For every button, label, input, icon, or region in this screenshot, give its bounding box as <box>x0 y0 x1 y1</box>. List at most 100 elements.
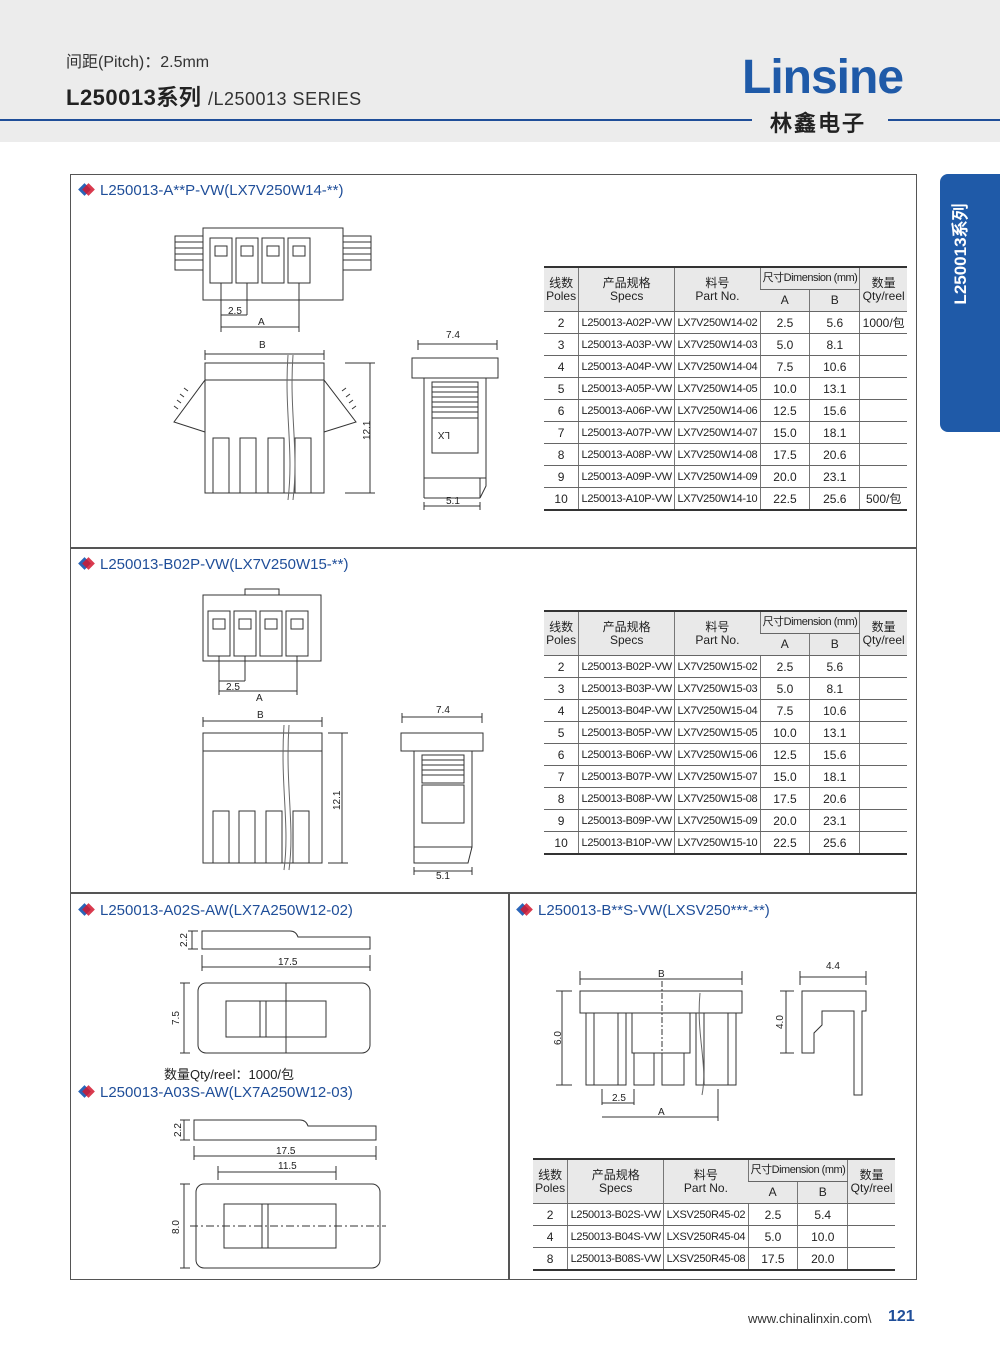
cell-poles: 3 <box>544 677 579 700</box>
cell-part: LX7V250W15-07 <box>674 765 761 788</box>
cell-dim-a: 5.0 <box>759 677 810 700</box>
section3-title-a02: L250013-A02S-AW(LX7A250W12-02) <box>78 902 353 919</box>
cell-dim-a: 17.5 <box>747 1247 798 1271</box>
cell-dim-a: 17.5 <box>759 787 810 810</box>
header-rule <box>0 119 752 121</box>
cell-qty <box>859 721 907 744</box>
cell-poles: 8 <box>544 787 579 810</box>
section4-drawing: B 6.0 2.5 A 4.4 4.0 <box>553 961 867 1121</box>
cell-part: LX7V250W15-04 <box>674 699 761 722</box>
section3-drawing-a02: 2.2 17.5 7.5 <box>171 930 371 1054</box>
cell-dim-b: 13.1 <box>809 377 860 400</box>
mark-label: LX <box>437 429 450 440</box>
cell-qty <box>859 465 907 488</box>
cell-spec: L250013-B02S-VW <box>567 1203 664 1226</box>
header-rule-right <box>888 119 1000 121</box>
col-dim-b: B <box>809 633 860 656</box>
cell-dim-a: 12.5 <box>759 743 810 766</box>
cell-qty <box>859 831 907 855</box>
cell-dim-a: 12.5 <box>759 399 810 422</box>
cell-dim-b: 5.6 <box>809 655 860 678</box>
col-dimension: 尺寸Dimension (mm) <box>759 266 860 290</box>
cell-dim-b: 20.6 <box>809 443 860 466</box>
cell-part: LX7V250W14-07 <box>674 421 761 444</box>
col-dimension: 尺寸Dimension (mm) <box>747 1158 848 1182</box>
dim-width-label: 7.4 <box>436 705 450 716</box>
cell-qty <box>859 765 907 788</box>
cell-part: LXSV250R45-02 <box>663 1203 749 1226</box>
cell-spec: L250013-A03P-VW <box>578 333 675 356</box>
cell-dim-a: 17.5 <box>759 443 810 466</box>
cell-dim-a: 20.0 <box>759 809 810 832</box>
cell-poles: 3 <box>544 333 579 356</box>
cell-spec: L250013-A06P-VW <box>578 399 675 422</box>
cell-dim-a: 2.5 <box>759 311 810 334</box>
cell-dim-a: 10.0 <box>759 721 810 744</box>
cell-spec: L250013-A04P-VW <box>578 355 675 378</box>
cell-part: LX7V250W14-02 <box>674 311 761 334</box>
dim-width-label: 7.4 <box>446 330 460 341</box>
cell-qty <box>847 1203 895 1226</box>
footer-url[interactable]: www.chinalinxin.com\ <box>748 1311 872 1326</box>
cell-dim-a: 22.5 <box>759 831 810 855</box>
cell-spec: L250013-B03P-VW <box>578 677 675 700</box>
section3-title-a03: L250013-A03S-AW(LX7A250W12-03) <box>78 1084 353 1101</box>
col-dim-a: A <box>748 1181 798 1204</box>
cell-qty <box>859 333 907 356</box>
cell-qty <box>859 377 907 400</box>
cell-spec: L250013-A09P-VW <box>578 465 675 488</box>
cell-spec: L250013-B10P-VW <box>578 831 675 855</box>
cell-qty <box>859 399 907 422</box>
cell-spec: L250013-A05P-VW <box>578 377 675 400</box>
cell-part: LX7V250W14-10 <box>674 487 761 511</box>
cell-qty <box>859 421 907 444</box>
cell-poles: 6 <box>544 743 579 766</box>
a02-side-profile <box>201 930 371 950</box>
cell-spec: L250013-B04S-VW <box>567 1225 664 1248</box>
cell-qty <box>859 443 907 466</box>
qty-note: 数量Qty/reel：1000/包 <box>164 1067 295 1082</box>
a03-inner-label: 11.5 <box>278 1161 297 1172</box>
col-dim-b: B <box>809 289 860 312</box>
cell-poles: 4 <box>544 355 579 378</box>
cell-part: LX7V250W15-03 <box>674 677 761 700</box>
cell-spec: L250013-B08S-VW <box>567 1247 664 1271</box>
side-view-body <box>411 357 499 379</box>
series-title: L250013系列 /L250013 SERIES <box>66 80 362 112</box>
cell-dim-b: 18.1 <box>809 421 860 444</box>
a03-width-label: 8.0 <box>171 1220 182 1234</box>
cell-dim-b: 13.1 <box>809 721 860 744</box>
cell-qty <box>859 655 907 678</box>
cell-dim-b: 20.6 <box>809 787 860 810</box>
brand-logo-cn: 林鑫电子 <box>770 111 867 136</box>
section1-title: L250013-A**P-VW(LX7V250W14-**) <box>78 182 343 199</box>
cell-spec: L250013-B08P-VW <box>578 787 675 810</box>
cell-dim-a: 7.5 <box>759 699 810 722</box>
a02-length-label: 17.5 <box>278 957 298 968</box>
cell-dim-a: 2.5 <box>759 655 810 678</box>
dim-pitch-label: 2.5 <box>226 682 240 693</box>
cell-part: LX7V250W14-08 <box>674 443 761 466</box>
cell-qty <box>859 699 907 722</box>
cell-poles: 2 <box>544 311 579 334</box>
cell-poles: 6 <box>544 399 579 422</box>
cell-part: LX7V250W15-06 <box>674 743 761 766</box>
cell-part: LX7V250W15-09 <box>674 809 761 832</box>
